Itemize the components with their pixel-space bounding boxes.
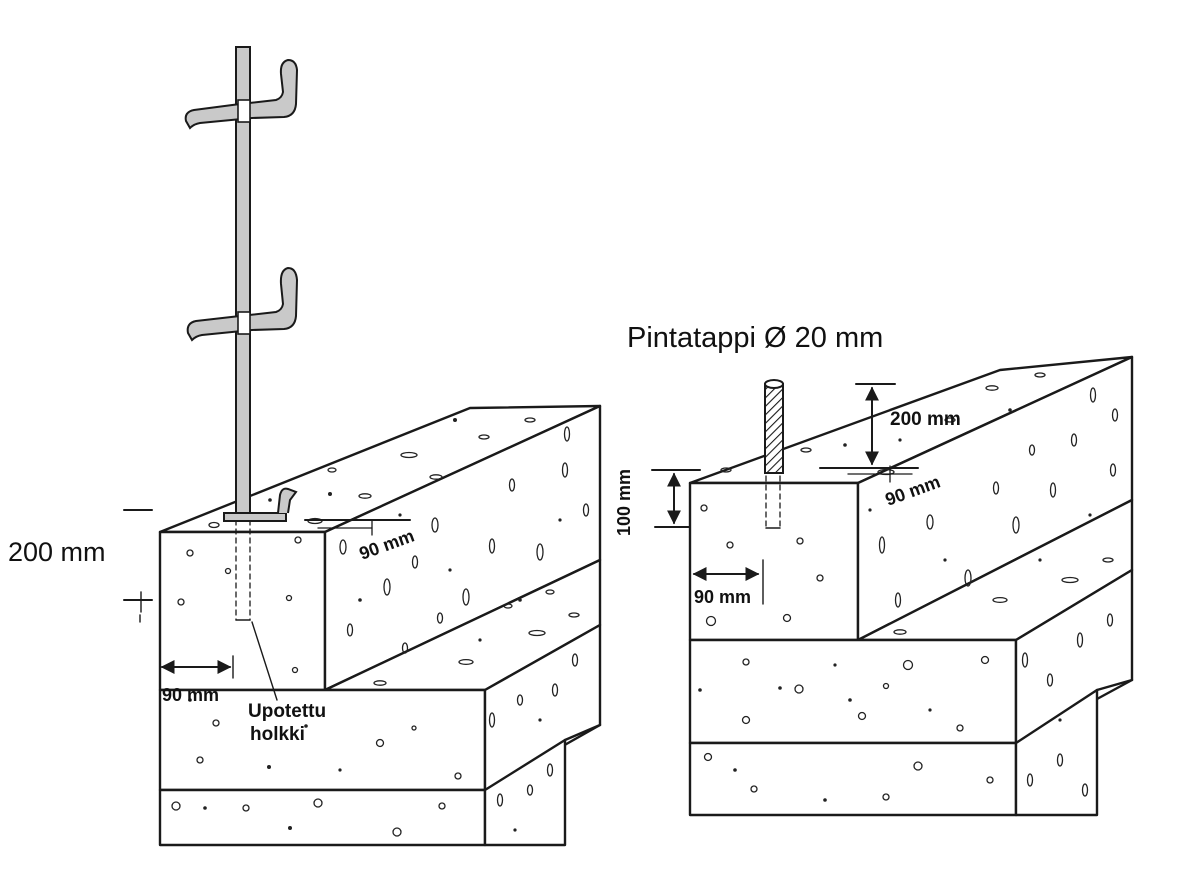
right-concrete-steps [688, 355, 1134, 817]
surface-pin-icon [764, 379, 784, 529]
left-step3-side [483, 738, 567, 847]
right-front-width-label: 90 mm [694, 587, 751, 607]
right-pin-height-label: 200 mm [890, 409, 961, 430]
left-concrete-steps [158, 404, 602, 847]
left-dimensions [123, 509, 411, 701]
right-depth-label: 100 mm [614, 469, 634, 536]
left-step3-front [158, 788, 487, 847]
railing-post-icon [184, 46, 299, 522]
left-front-width-label: 90 mm [162, 685, 219, 705]
left-embedded-sleeve [235, 519, 251, 621]
right-step1-front [688, 481, 860, 642]
right-concrete-texture [698, 372, 1119, 802]
right-step2-front [688, 638, 1018, 745]
sleeve-label-line2: holkki [250, 724, 305, 745]
left-height-label: 200 mm [8, 537, 106, 567]
left-concrete-texture [171, 417, 590, 837]
right-step3-front [688, 741, 1018, 817]
right-dimensions [651, 383, 919, 605]
pin-title-label: Pintatappi Ø 20 mm [627, 322, 883, 354]
right-step3-side [1014, 688, 1099, 817]
sleeve-label-line1: Upotettu [248, 701, 326, 722]
